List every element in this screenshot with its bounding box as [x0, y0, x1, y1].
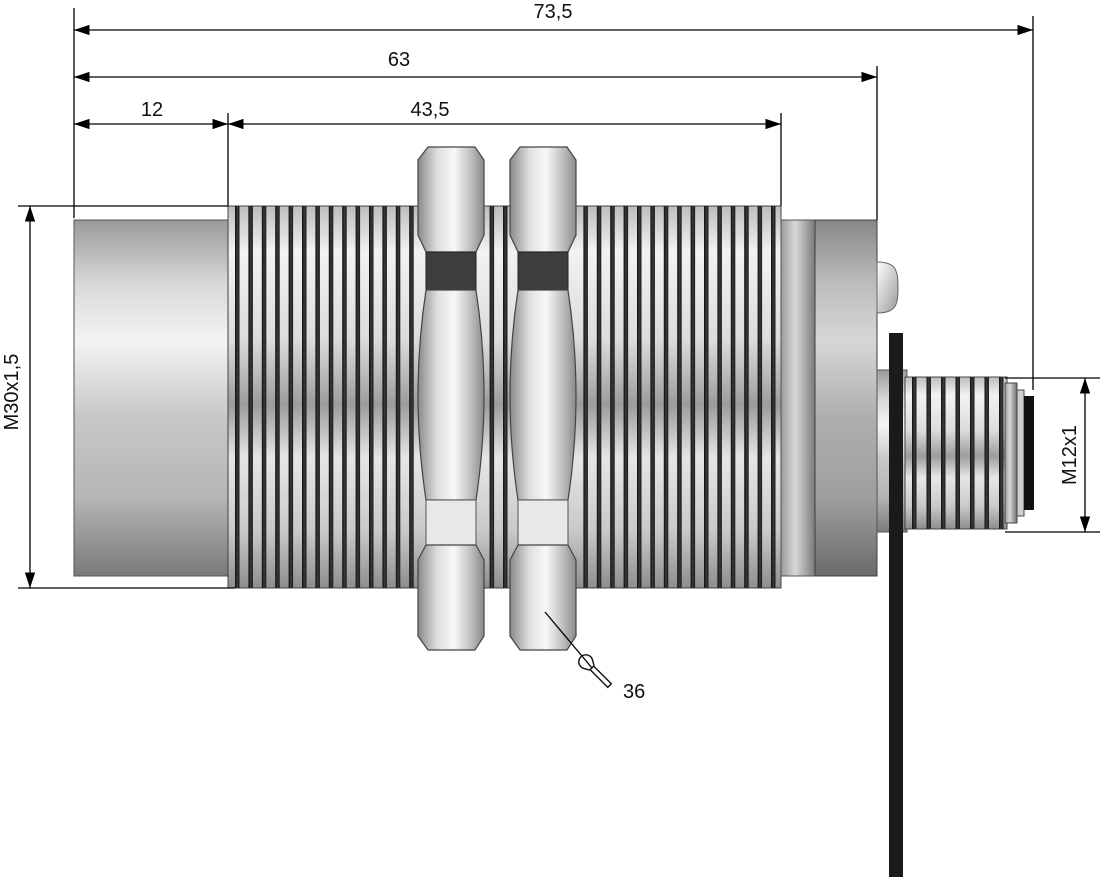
thread-groove [409, 206, 414, 588]
thread-groove [489, 206, 495, 588]
thread-groove [637, 206, 642, 588]
thread-groove [912, 377, 917, 529]
label-face-length: 12 [141, 99, 163, 121]
connector-thread-grooves [912, 377, 1004, 529]
label-thread-length: 43,5 [411, 99, 450, 121]
thread-groove [663, 206, 669, 588]
thread-groove [355, 206, 361, 588]
thread-groove [328, 206, 334, 588]
thread-groove [596, 206, 602, 588]
label-wrench-size: 36 [623, 681, 645, 703]
rear-flange [780, 219, 818, 577]
thread-groove [650, 206, 655, 588]
thread-groove [302, 206, 307, 588]
label-connector-thread: M12x1 [1059, 425, 1081, 485]
thread-groove [941, 377, 946, 529]
thread-groove [288, 206, 294, 588]
thread-groove [382, 206, 387, 588]
lock-nut-right [509, 146, 577, 651]
thread-groove [984, 377, 989, 529]
thread-groove [704, 206, 709, 588]
thread-groove [275, 206, 280, 588]
thread-groove [235, 206, 240, 588]
label-main-thread: M30x1,5 [1, 354, 23, 431]
sensing-face-cap [73, 219, 229, 577]
rear-cap [814, 219, 878, 577]
led-indicator [876, 261, 899, 314]
thread-groove [730, 206, 736, 588]
thread-groove [717, 206, 722, 588]
thread-groove [999, 377, 1004, 529]
thread-groove [395, 206, 401, 588]
wrench-icon [578, 654, 613, 689]
thread-groove [623, 206, 629, 588]
thread-groove [744, 206, 749, 588]
thread-groove [757, 206, 763, 588]
thread-grooves [235, 206, 776, 588]
thread-groove [248, 206, 253, 588]
thread-groove [369, 206, 374, 588]
dimension-lines [18, 8, 1100, 669]
thread-groove [926, 377, 931, 529]
thread-groove [315, 206, 320, 588]
thread-groove [503, 206, 508, 588]
thread-groove [690, 206, 696, 588]
sensor-body [73, 146, 1034, 877]
thread-groove [583, 206, 588, 588]
label-overall-length: 73,5 [534, 1, 573, 23]
thread-groove [342, 206, 347, 588]
label-housing-length: 63 [388, 49, 410, 71]
thread-groove [955, 377, 960, 529]
thread-groove [261, 206, 267, 588]
cable [889, 333, 903, 877]
thread-groove [677, 206, 682, 588]
thread-groove [610, 206, 615, 588]
lock-nut-left [417, 146, 485, 651]
thread-groove [970, 377, 975, 529]
thread-groove [771, 206, 776, 588]
